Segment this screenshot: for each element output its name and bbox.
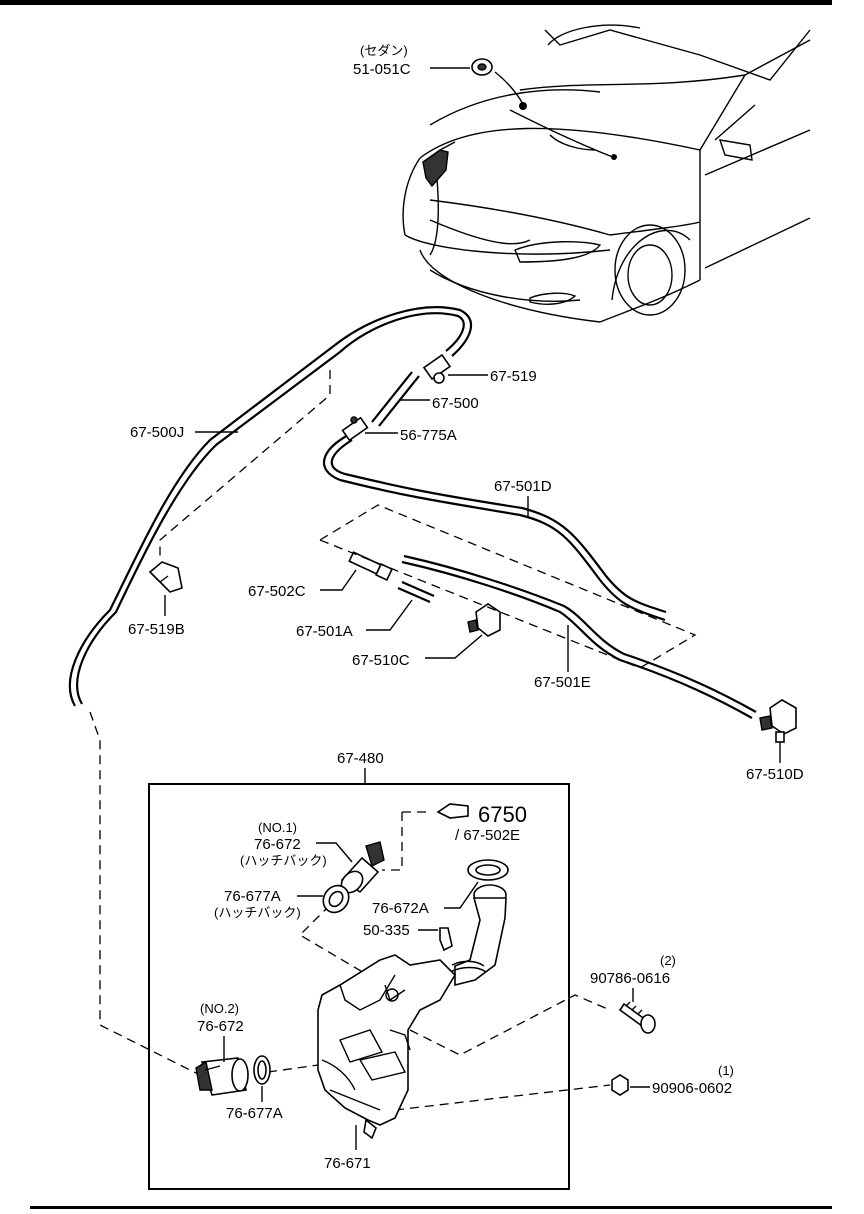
- label-no2: (NO.2): [200, 1001, 239, 1016]
- label-67-519: 67-519: [490, 368, 537, 385]
- label-76-672-no1: 76-672: [254, 836, 301, 853]
- hose-67-501A: [397, 580, 435, 604]
- label-67-500J: 67-500J: [130, 424, 184, 441]
- label-hatchback-no1: (ハッチバック): [240, 853, 327, 868]
- pump-no2-76-672: [195, 1057, 249, 1096]
- clip-50-335: [439, 927, 453, 952]
- nut-90906-0602: [611, 1074, 629, 1096]
- label-qty-2: (2): [660, 953, 676, 968]
- label-90786-0616: 90786-0616: [590, 970, 670, 987]
- joint-67-519: [422, 353, 452, 384]
- label-67-502E: / 67-502E: [455, 827, 520, 844]
- label-67-501A: 67-501A: [296, 623, 353, 640]
- seal-ring-76-677A-upper: [322, 884, 350, 914]
- hose-67-500J: [68, 306, 472, 707]
- label-67-519B: 67-519B: [128, 621, 185, 638]
- reference-pointer-icon: [436, 803, 469, 819]
- washer-tank-76-671: [317, 954, 457, 1140]
- label-67-501D: 67-501D: [494, 478, 552, 495]
- bolt-90786-0616: [618, 1001, 656, 1034]
- assembly-box-67-480: [148, 783, 570, 1190]
- label-76-672-no2: 76-672: [197, 1018, 244, 1035]
- label-67-501E: 67-501E: [534, 674, 591, 691]
- label-6750: 6750: [478, 802, 527, 827]
- label-51-051C: 51-051C: [353, 61, 411, 78]
- filler-cap-76-672A: [467, 859, 509, 881]
- label-sedan-note: (セダン): [360, 43, 408, 58]
- seal-ring-76-677A-lower: [253, 1055, 271, 1085]
- filler-neck: [449, 884, 507, 987]
- label-67-510D: 67-510D: [746, 766, 804, 783]
- top-border: [0, 0, 832, 5]
- label-67-480: 67-480: [337, 750, 384, 767]
- label-67-502C: 67-502C: [248, 583, 306, 600]
- label-67-500: 67-500: [432, 395, 479, 412]
- joint-56-775A: [341, 416, 369, 442]
- bottom-border: [30, 1206, 832, 1209]
- nozzle-67-510C: [467, 603, 501, 637]
- hose-67-501D: [322, 433, 667, 622]
- label-76-672A: 76-672A: [372, 900, 429, 917]
- label-76-677A-lower: 76-677A: [226, 1105, 283, 1122]
- label-no1: (NO.1): [258, 820, 297, 835]
- label-qty-1: (1): [718, 1063, 734, 1078]
- pump-no1-76-672: [340, 841, 385, 894]
- joint-67-502C: [348, 551, 394, 582]
- clip-67-519B: [148, 561, 183, 593]
- dashed-bracket-hoses: [318, 504, 697, 669]
- hose-67-501E: [401, 554, 757, 719]
- label-76-671: 76-671: [324, 1155, 371, 1172]
- grommet-51-051C: [471, 58, 493, 76]
- label-76-677A-upper: 76-677A: [224, 888, 281, 905]
- label-90906-0602: 90906-0602: [652, 1080, 732, 1097]
- nozzle-67-510D: [759, 699, 797, 743]
- hose-67-500: [371, 371, 420, 427]
- label-50-335: 50-335: [363, 922, 410, 939]
- label-67-510C: 67-510C: [352, 652, 410, 669]
- label-hatchback-upper: (ハッチバック): [214, 905, 301, 920]
- label-56-775A: 56-775A: [400, 427, 457, 444]
- car-front-illustration: [402, 24, 811, 323]
